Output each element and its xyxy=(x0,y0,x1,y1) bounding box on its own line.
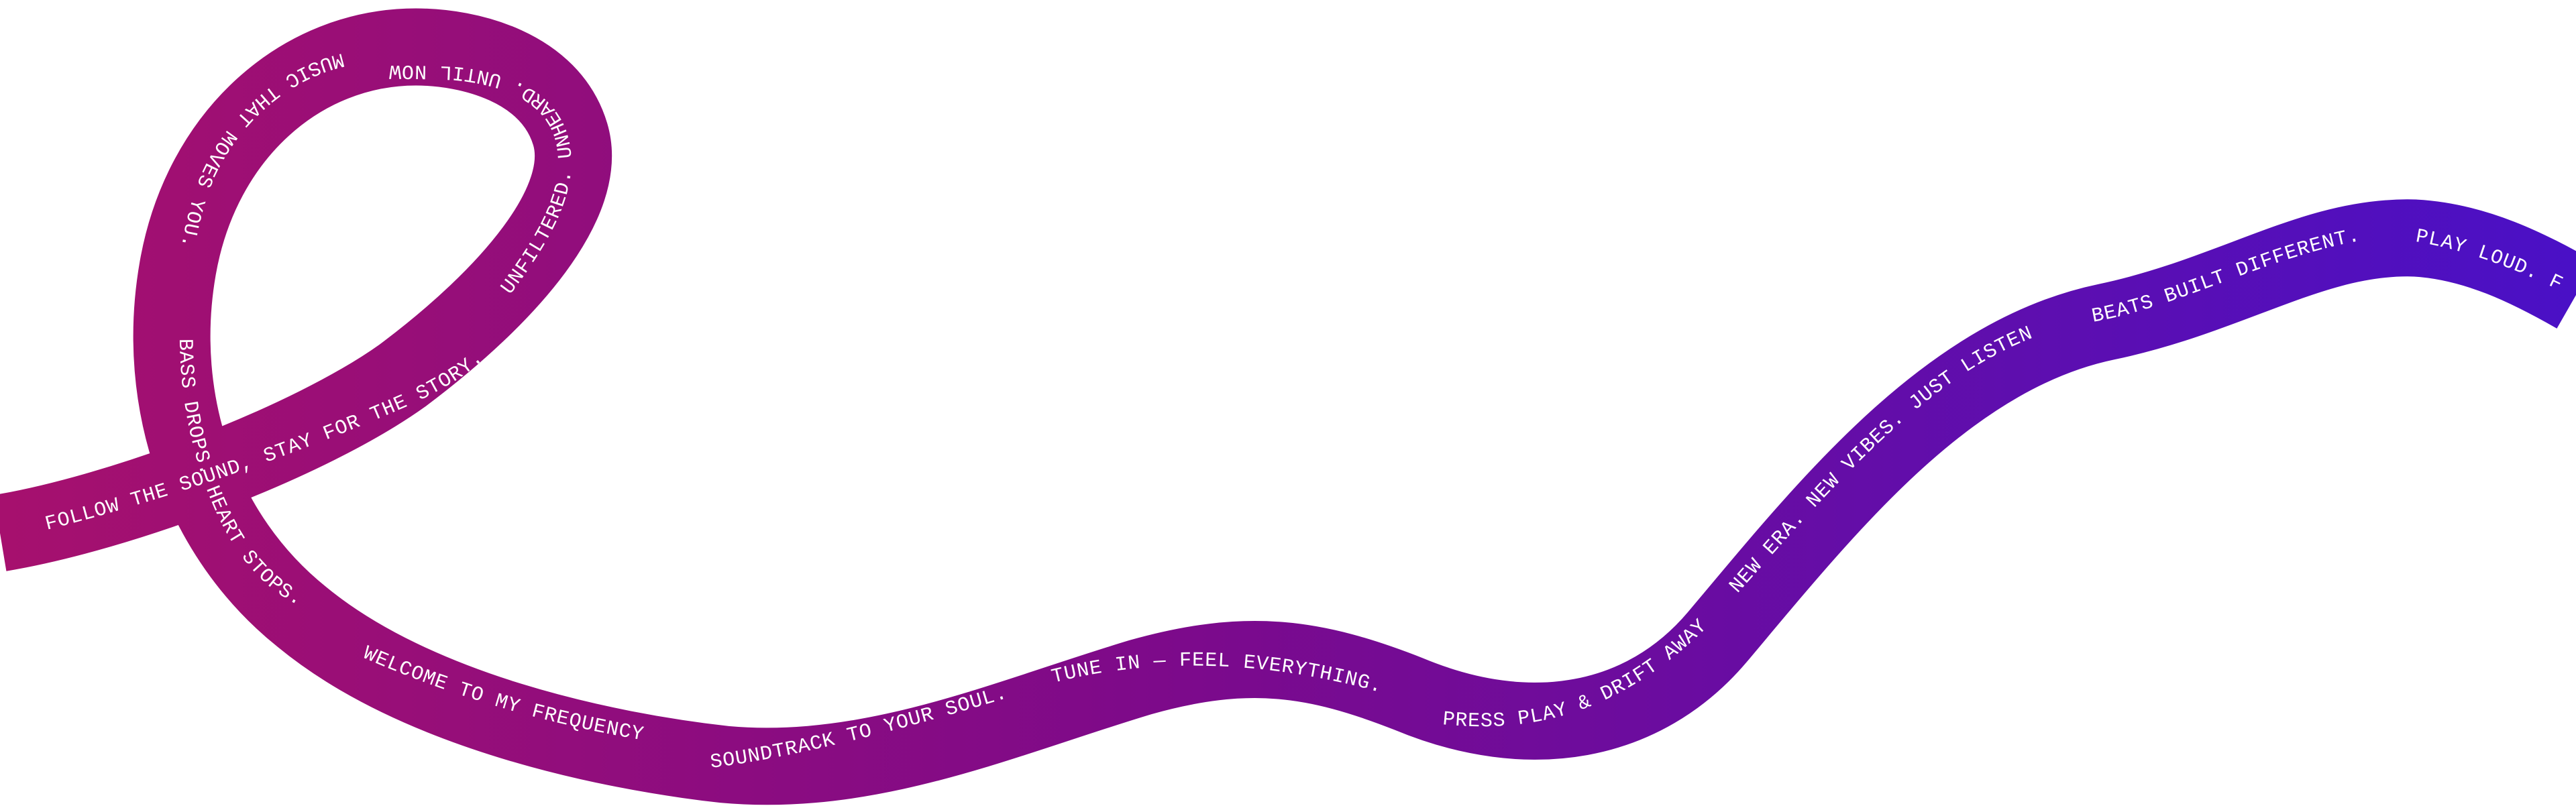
ribbon-band xyxy=(0,8,2576,805)
